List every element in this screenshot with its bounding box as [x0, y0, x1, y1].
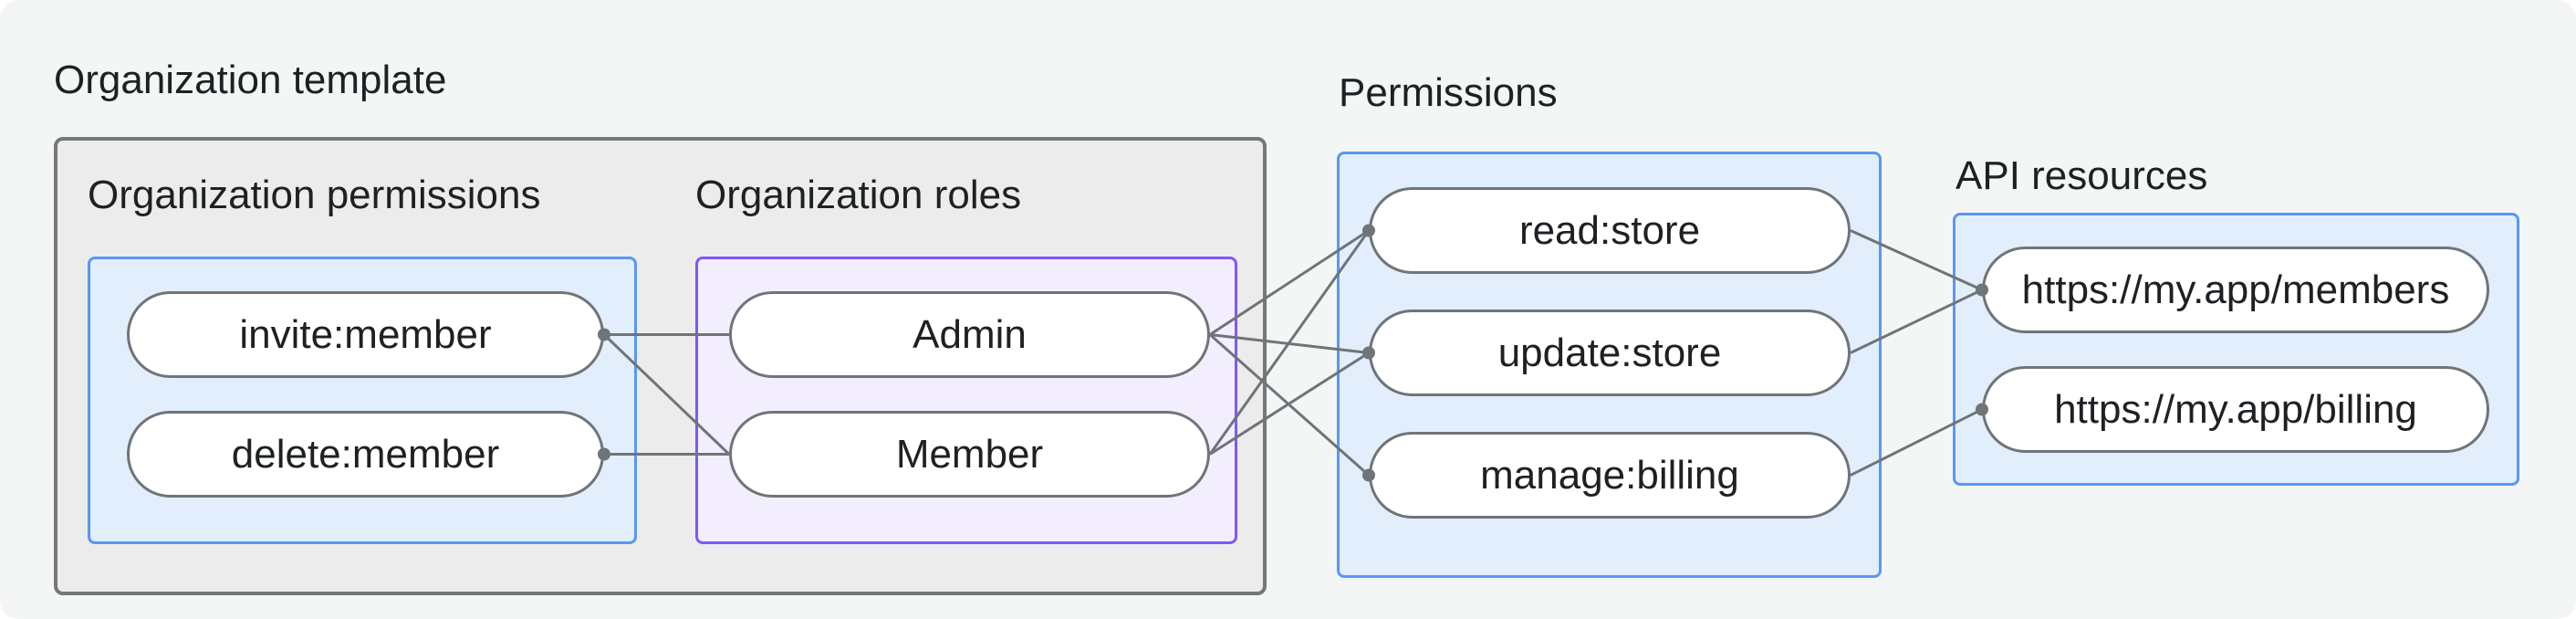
node-manage-billing: manage:billing [1369, 432, 1851, 519]
api-resources-label: API resources [1955, 153, 2208, 198]
node-delete-member: delete:member [127, 411, 604, 498]
api-resources-group: https://my.app/members https://my.app/bi… [1953, 213, 2519, 486]
node-admin: Admin [729, 291, 1210, 378]
organization-roles-label: Organization roles [695, 173, 1022, 217]
node-member: Member [729, 411, 1210, 498]
node-app-billing: https://my.app/billing [1982, 366, 2489, 453]
node-update-store: update:store [1369, 310, 1851, 396]
permissions-group: read:store update:store manage:billing [1337, 152, 1882, 578]
node-invite-member: invite:member [127, 291, 604, 378]
node-read-store: read:store [1369, 187, 1851, 274]
node-app-members: https://my.app/members [1982, 247, 2489, 333]
organization-roles-group: Admin Member [695, 257, 1237, 544]
organization-permissions-label: Organization permissions [88, 173, 541, 217]
organization-template-panel: Organization permissions invite:member d… [54, 137, 1267, 595]
organization-template-label: Organization template [54, 58, 447, 102]
permissions-label: Permissions [1339, 70, 1558, 115]
organization-permissions-group: invite:member delete:member [88, 257, 637, 544]
